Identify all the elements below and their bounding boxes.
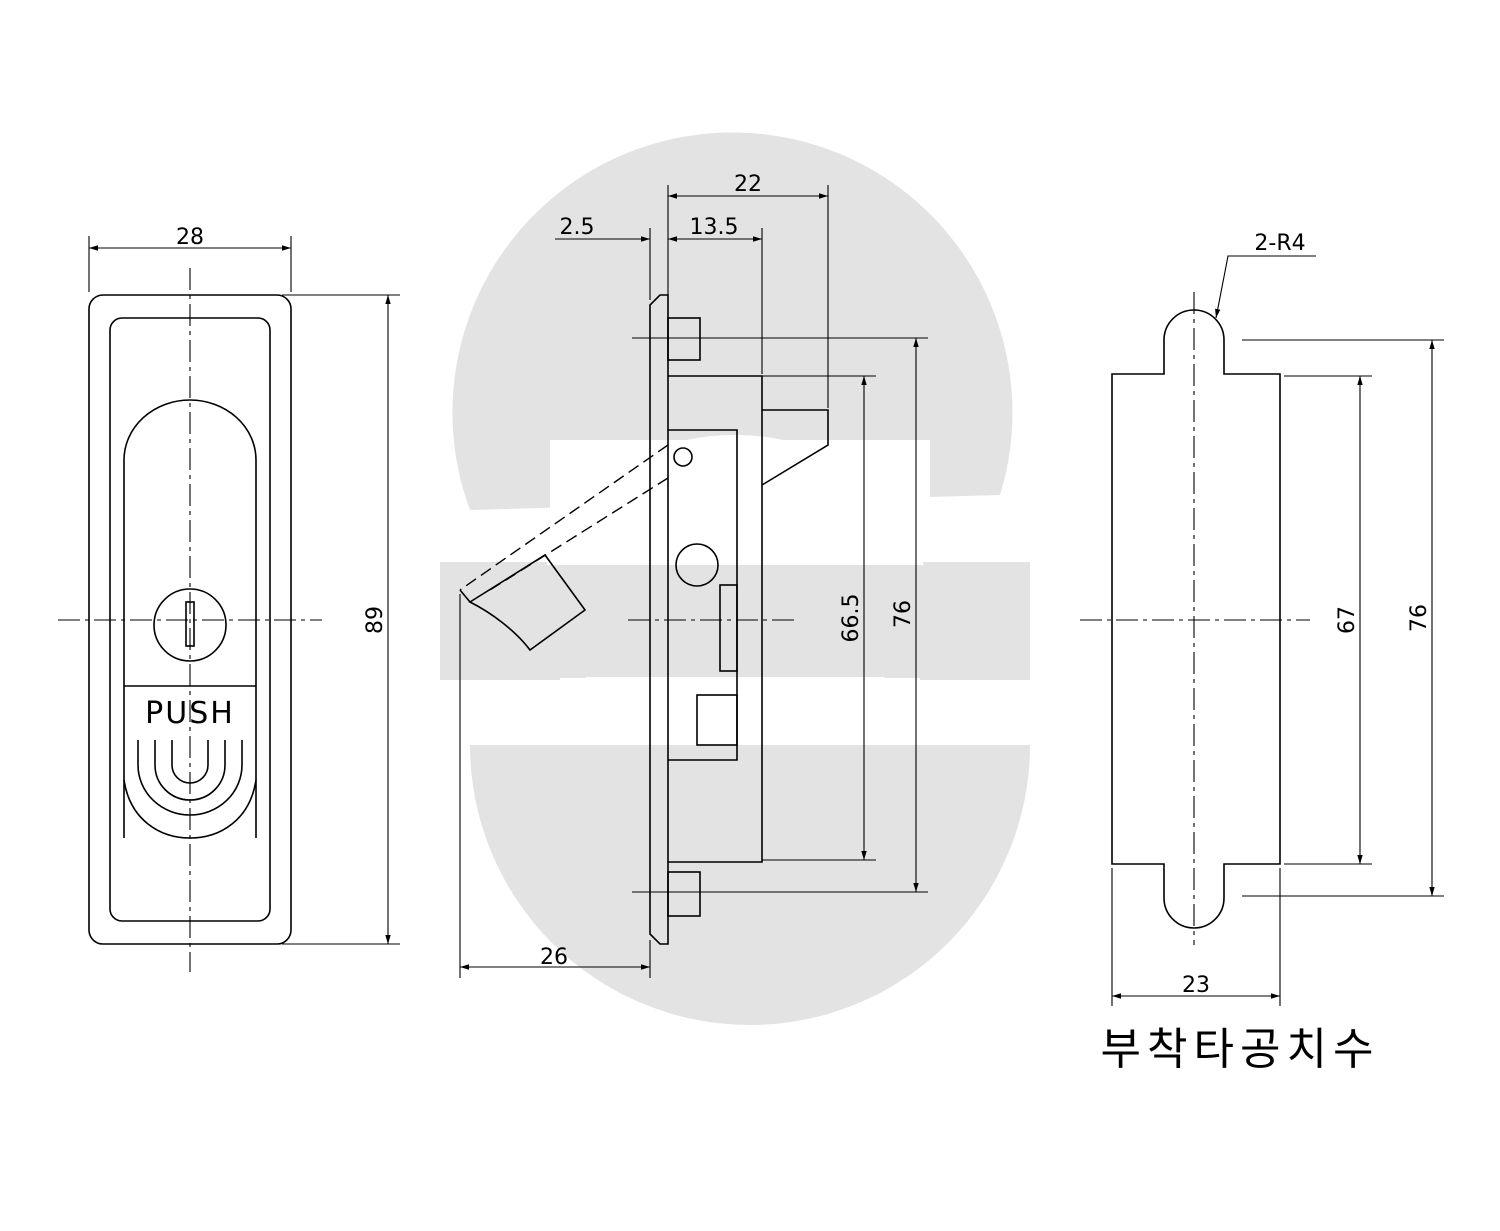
side-top-dim: 22 [734, 172, 762, 197]
latch-tongue [761, 409, 829, 486]
cutout-outer-height-dim: 76 [1407, 604, 1432, 632]
flange [649, 294, 669, 945]
top-lug [667, 317, 701, 361]
front-height-dim: 89 [363, 606, 388, 634]
side-outer-height-dim: 76 [891, 600, 916, 628]
cutout-width-dim: 23 [1182, 973, 1210, 998]
handle-slot [123, 399, 257, 838]
open-handle-grip [468, 553, 587, 652]
push-label: PUSH [145, 696, 235, 731]
radius-note: 2-R4 [1254, 231, 1305, 256]
watermark-logo [440, 132, 1030, 1025]
cutout-outline [1111, 309, 1281, 929]
front-view: PUSH 28 89 [58, 225, 400, 972]
cutout-inner-height-dim: 67 [1335, 606, 1360, 634]
side-view: 22 2.5 13.5 66.5 76 26 [459, 172, 928, 978]
front-width-dim: 28 [176, 225, 204, 250]
body [668, 375, 763, 863]
side-body-dim: 13.5 [690, 215, 739, 240]
open-handle-outline [459, 444, 669, 591]
side-flange-dim: 2.5 [560, 215, 595, 240]
cutout-view: 2-R4 67 76 23 부착타공치수 [1080, 231, 1444, 1075]
key-lock [153, 588, 227, 662]
cutout-caption: 부착타공치수 [1101, 1024, 1380, 1075]
bottom-lug [667, 871, 701, 917]
side-reach-dim: 26 [540, 945, 568, 970]
side-inner-height-dim: 66.5 [839, 594, 864, 643]
